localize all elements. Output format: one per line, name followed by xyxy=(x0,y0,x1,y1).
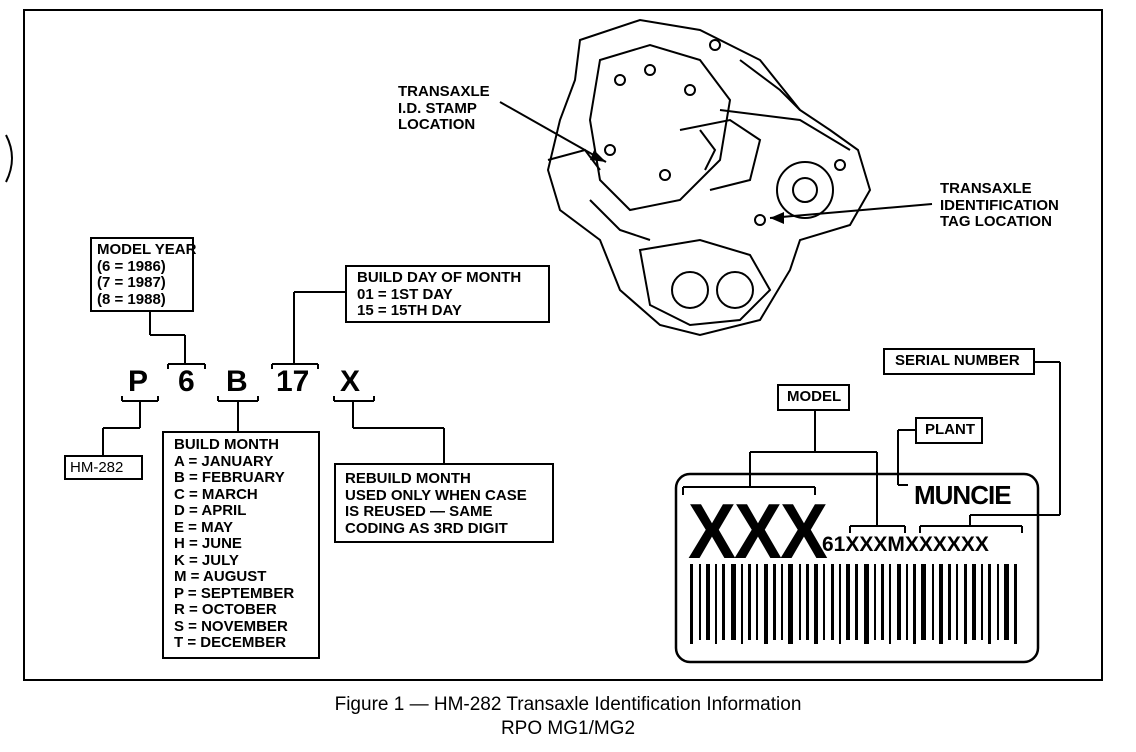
build-month-box: BUILD MONTH A = JANUARY B = FEBRUARY C =… xyxy=(162,431,320,659)
figure-caption-rpo: RPO MG1/MG2 xyxy=(500,718,636,739)
stamp-leader xyxy=(499,101,607,163)
barcode-bar xyxy=(921,564,926,640)
barcode-bar xyxy=(690,564,693,644)
plant-name: MUNCIE xyxy=(914,480,1012,510)
barcode-bar xyxy=(939,564,943,644)
barcode-bar xyxy=(806,564,809,640)
barcode-bar xyxy=(972,564,976,640)
stamp-arrowhead xyxy=(590,150,606,162)
barcode-bar xyxy=(823,564,825,640)
code-char-1: P xyxy=(128,365,149,398)
edge-bracket xyxy=(5,134,13,183)
barcode xyxy=(690,564,1017,644)
plant-label: PLANT xyxy=(925,421,975,438)
rebuild-month-text: REBUILD MONTH USED ONLY WHEN CASE IS REU… xyxy=(345,470,527,537)
build-day-box: BUILD DAY OF MONTH 01 = 1ST DAY 15 = 15T… xyxy=(345,265,550,323)
barcode-bar xyxy=(699,564,701,640)
code-char-5: X xyxy=(340,365,361,398)
barcode-bar xyxy=(839,564,841,644)
barcode-bar xyxy=(881,564,884,640)
barcode-bar xyxy=(748,564,751,640)
serial-number-label: SERIAL NUMBER xyxy=(895,352,1020,369)
figure-caption: Figure 1 — HM-282 Transaxle Identificati… xyxy=(334,694,802,715)
transaxle-illustration xyxy=(546,18,872,337)
model-code-box: HM-282 xyxy=(64,455,143,480)
barcode-bar xyxy=(906,564,908,640)
id-tag-outline xyxy=(674,472,1040,664)
model-code-text: HM-282 xyxy=(70,459,124,476)
code-char-4: 17 xyxy=(276,365,310,398)
rebuild-month-box: REBUILD MONTH USED ONLY WHEN CASE IS REU… xyxy=(334,463,554,543)
tag-model-code: XXX xyxy=(688,487,828,575)
barcode-bar xyxy=(855,564,858,640)
barcode-bar xyxy=(1004,564,1009,640)
stamp-location-label: TRANSAXLE I.D. STAMP LOCATION xyxy=(398,83,490,133)
barcode-bar xyxy=(756,564,758,640)
barcode-bar xyxy=(897,564,901,640)
barcode-bar xyxy=(715,564,717,644)
code-char-3: B xyxy=(226,365,248,398)
barcode-bar xyxy=(874,564,876,640)
tag-serial-code: 61XXXMXXXXXX xyxy=(822,533,989,556)
barcode-bar xyxy=(831,564,834,640)
barcode-bar xyxy=(948,564,951,640)
barcode-bar xyxy=(1014,564,1017,644)
tag-location-label: TRANSAXLE IDENTIFICATION TAG LOCATION xyxy=(940,180,1059,230)
barcode-bar xyxy=(731,564,736,640)
code-char-2: 6 xyxy=(178,365,195,398)
barcode-bar xyxy=(956,564,958,640)
barcode-bar xyxy=(981,564,983,640)
barcode-bar xyxy=(781,564,783,640)
barcode-bar xyxy=(814,564,818,644)
barcode-bar xyxy=(889,564,891,644)
barcode-bar xyxy=(964,564,967,644)
barcode-bar xyxy=(706,564,710,640)
tag-leader xyxy=(769,203,933,219)
plant-label-box: PLANT xyxy=(915,417,983,444)
barcode-bar xyxy=(764,564,768,644)
barcode-bar xyxy=(913,564,916,644)
barcode-bar xyxy=(741,564,743,644)
figure-frame xyxy=(23,9,1103,681)
serial-number-label-box: SERIAL NUMBER xyxy=(883,348,1035,375)
barcode-bar xyxy=(788,564,793,644)
barcode-bar xyxy=(988,564,991,644)
barcode-bar xyxy=(799,564,801,640)
model-label-box: MODEL xyxy=(777,384,850,411)
build-day-text: BUILD DAY OF MONTH 01 = 1ST DAY 15 = 15T… xyxy=(357,269,522,319)
barcode-bar xyxy=(932,564,934,640)
barcode-bar xyxy=(722,564,725,640)
tag-arrowhead xyxy=(770,212,784,224)
build-month-text: BUILD MONTH A = JANUARY B = FEBRUARY C =… xyxy=(174,436,295,651)
barcode-bar xyxy=(997,564,999,640)
barcode-bar xyxy=(846,564,850,640)
model-year-text: MODEL YEAR (6 = 1986) (7 = 1987) (8 = 19… xyxy=(97,241,197,308)
barcode-bar xyxy=(864,564,869,644)
model-label: MODEL xyxy=(787,388,842,405)
model-year-box: MODEL YEAR (6 = 1986) (7 = 1987) (8 = 19… xyxy=(90,237,197,312)
barcode-bar xyxy=(773,564,776,640)
